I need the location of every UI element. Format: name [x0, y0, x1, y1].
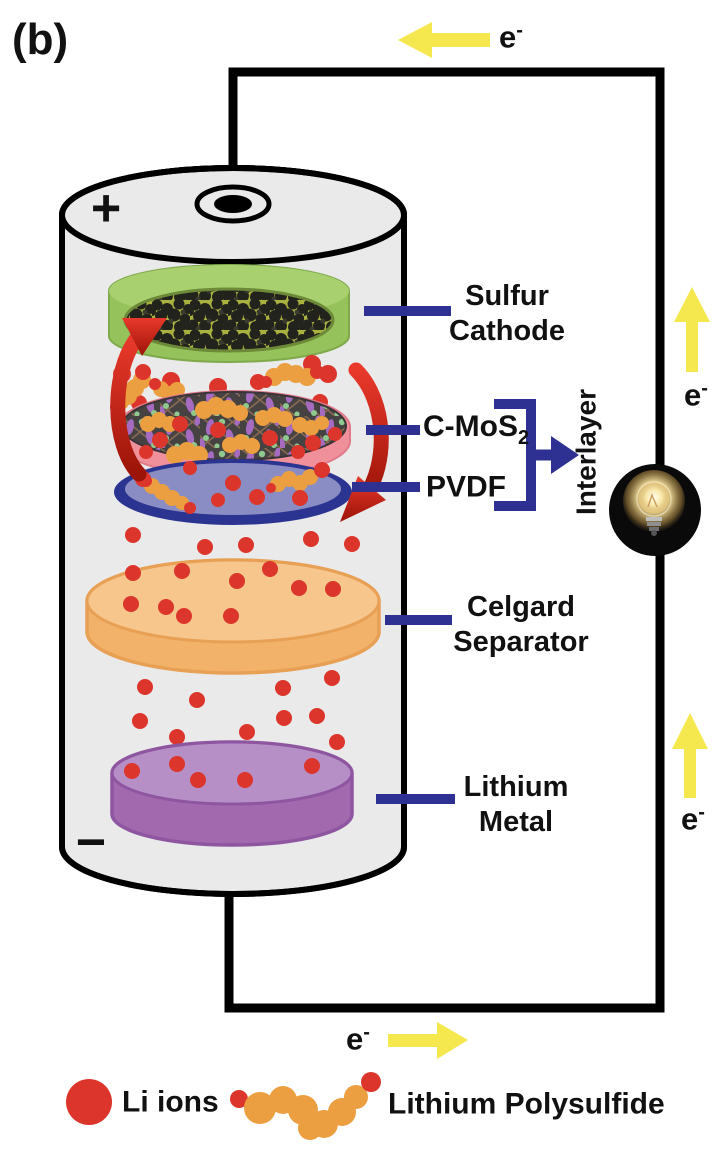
lithium-metal-label: Lithium Metal [463, 771, 569, 838]
electron-label-right-upper: e- [684, 377, 708, 413]
legend-polysulfide-chain [230, 1072, 381, 1140]
celgard-separator-label: Celgard Separator [453, 591, 589, 658]
legend-polysulfide-label: Lithium Polysulfide [388, 1087, 665, 1121]
sulfur-cathode-disk [108, 264, 350, 363]
li-ion-dots-on-interlayer [139, 416, 342, 459]
lithium-metal-disk [110, 740, 354, 847]
electron-label-bottom: e- [346, 1021, 370, 1057]
electron-label-top: e- [499, 19, 523, 55]
legend-li-ions-label: Li ions [122, 1085, 219, 1119]
li-ion-dots-on-separator [123, 561, 341, 624]
label-connector-lines [352, 306, 455, 804]
positive-terminal-button [194, 184, 272, 224]
sulfur-cathode-label: Sulfur Cathode [449, 280, 565, 347]
legend-li-ion-dot [66, 1079, 112, 1125]
li-ion-dots-gap-d [125, 527, 360, 555]
interlayer-bracket [494, 399, 579, 511]
panel-label: (b) [12, 15, 69, 64]
li-ion-dots-gap-e [132, 670, 345, 750]
yellow-electron-arrow-top [398, 22, 490, 58]
polysulfide-chains-on-interlayer [140, 397, 329, 464]
interlayer-label: Interlayer [570, 388, 602, 516]
negative-terminal-sign: − [75, 813, 107, 872]
c-mos2-label: C-MoS2 [423, 410, 530, 450]
battery-cylinder-outline [59, 165, 407, 897]
li-ion-dots-on-lithium [124, 756, 320, 788]
light-bulb-icon [609, 464, 701, 556]
red-curved-arrow-left [110, 318, 167, 482]
yellow-electron-arrow-right-lower [672, 713, 708, 798]
positive-terminal-sign: + [90, 179, 122, 238]
yellow-electron-arrow-bottom [388, 1022, 468, 1059]
pvdf-label: PVDF [426, 470, 507, 504]
yellow-electron-arrow-right-upper [674, 287, 710, 372]
li-ion-dots-on-pvdf [135, 461, 330, 507]
electron-label-right-lower: e- [681, 801, 705, 837]
